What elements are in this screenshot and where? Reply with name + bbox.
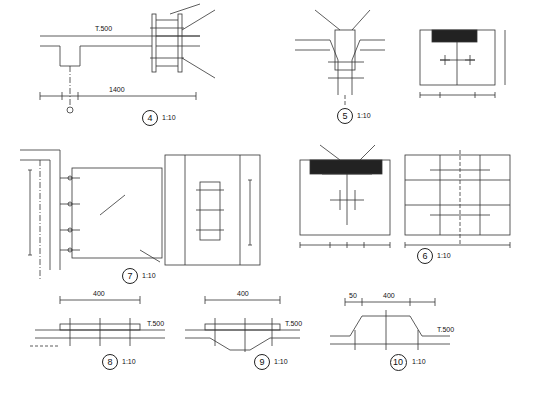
callout-number: 9 (259, 358, 264, 367)
dimension-text: 1400 (108, 86, 126, 93)
scale-note: 1:10 (356, 112, 372, 119)
detail-8 (30, 296, 165, 346)
detail-7 (20, 150, 260, 280)
callout-number: 7 (127, 272, 132, 281)
callout-number: 10 (393, 358, 403, 367)
scale-note: 1:10 (121, 358, 137, 365)
dimension-text: T.500 (436, 326, 455, 333)
detail-callout: 7 (122, 268, 138, 284)
detail-callout: 10 (390, 354, 407, 371)
detail-5 (295, 10, 505, 106)
scale-note: 1:10 (411, 358, 427, 365)
detail-6 (300, 145, 510, 248)
detail-callout: 6 (417, 248, 433, 264)
dimension-text: 50 (348, 292, 358, 299)
detail-callout: 9 (254, 354, 270, 370)
scale-note: 1:10 (141, 272, 157, 279)
callout-number: 8 (107, 358, 112, 367)
detail-callout: 4 (142, 110, 158, 126)
callout-number: 5 (342, 112, 347, 121)
detail-10 (330, 298, 450, 350)
detail-4 (40, 4, 215, 113)
detail-9 (185, 296, 300, 352)
dimension-text: T.500 (94, 25, 113, 32)
callout-number: 4 (147, 114, 152, 123)
scale-note: 1:10 (273, 358, 289, 365)
detail-callout: 8 (102, 354, 118, 370)
dimension-text: 400 (236, 290, 250, 297)
dimension-text: T.500 (284, 320, 303, 327)
callout-number: 6 (422, 252, 427, 261)
dimension-text: 400 (92, 290, 106, 297)
dimension-text: 400 (382, 292, 396, 299)
scale-note: 1:10 (161, 114, 177, 121)
detail-callout: 5 (337, 108, 353, 124)
dimension-text: T.500 (146, 320, 165, 327)
scale-note: 1:10 (436, 252, 452, 259)
